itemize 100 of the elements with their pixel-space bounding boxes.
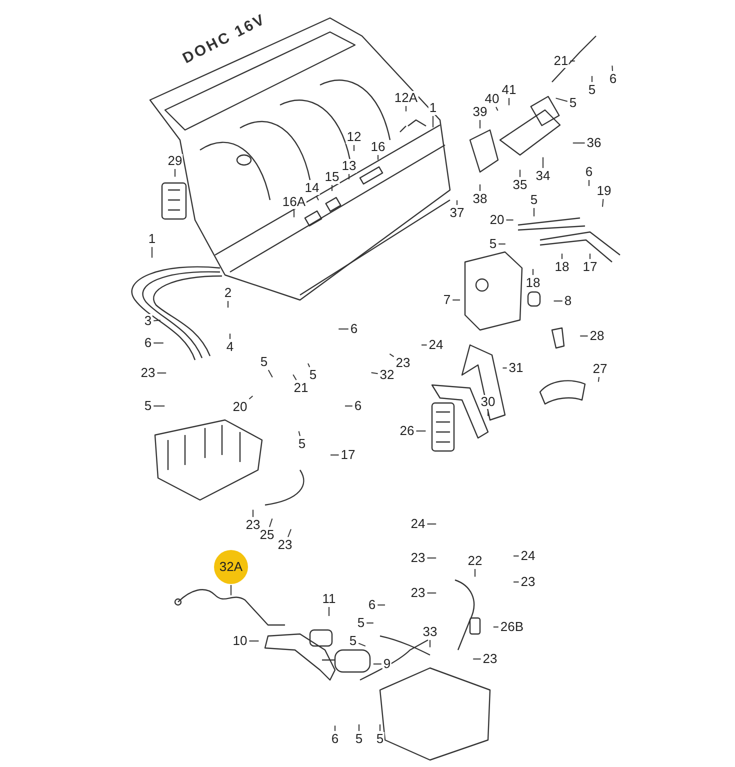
callout-number: 18 — [554, 260, 570, 274]
callout-number: 23 — [410, 586, 426, 600]
leader-line — [330, 454, 340, 456]
leader-line — [532, 268, 534, 276]
leader-line — [474, 568, 476, 578]
leader-line — [153, 342, 164, 344]
callout-number: 29 — [166, 154, 184, 168]
callout-number: 6 — [608, 72, 618, 86]
leader-line — [292, 374, 297, 380]
callout-number: 24 — [410, 517, 426, 531]
callout-number: 20 — [488, 213, 506, 227]
callout-number: 26B — [499, 620, 525, 634]
callout-number: 23 — [410, 551, 426, 565]
leader-line — [472, 658, 482, 660]
leader-line — [588, 180, 590, 186]
leader-line — [555, 98, 568, 102]
callout-number: 5 — [356, 616, 366, 630]
leader-line — [174, 168, 176, 178]
leader-line — [358, 642, 366, 647]
leader-line — [334, 725, 336, 732]
leader-line — [308, 362, 310, 368]
callout-number: 23 — [140, 366, 156, 380]
callout-number: 12 — [346, 130, 362, 144]
leader-line — [426, 592, 437, 594]
callout-number: 41 — [500, 83, 518, 97]
callout-number: 17 — [582, 260, 598, 274]
callout-number: 37 — [448, 206, 466, 220]
leader-line — [602, 198, 604, 208]
callout-number: 32 — [378, 368, 396, 382]
callout-number: 31 — [508, 361, 524, 375]
callout-number: 5 — [568, 96, 578, 110]
leader-line — [416, 430, 426, 432]
leader-line — [252, 509, 254, 518]
callout-number: 5 — [587, 83, 597, 97]
callout-number: 4 — [225, 340, 235, 354]
leader-line — [298, 430, 300, 436]
callout-number: 23 — [482, 652, 498, 666]
leader-line — [432, 116, 434, 128]
callout-number: 15 — [324, 170, 340, 184]
callout-number: 33 — [422, 625, 438, 639]
leader-line — [268, 370, 273, 378]
callout-number: 5 — [308, 368, 318, 382]
callout-number: 22 — [466, 554, 484, 568]
leader-line — [248, 396, 254, 400]
callout-number: 23 — [394, 356, 412, 370]
callout-number: 11 — [321, 592, 337, 606]
callout-number: 30 — [480, 395, 496, 409]
callout-number: 21 — [552, 54, 570, 68]
callout-number: 5 — [488, 237, 498, 251]
callout-number: 5 — [348, 634, 358, 648]
callout-number: 6 — [143, 336, 153, 350]
callout-number: 6 — [367, 598, 377, 612]
leader-line — [370, 372, 378, 374]
callout-number: 40 — [484, 92, 500, 106]
leader-line — [348, 174, 350, 180]
leader-line — [492, 626, 499, 628]
leader-line — [316, 196, 319, 201]
callout-number: 7 — [442, 293, 452, 307]
callout-number: 23 — [244, 518, 262, 532]
leader-line — [496, 106, 498, 112]
callout-number: 34 — [534, 169, 552, 183]
callout-number: 5 — [259, 355, 269, 369]
leader-line — [570, 60, 576, 62]
callout-number: 20 — [232, 400, 248, 414]
callout-number: 18 — [524, 276, 542, 290]
callout-number: 38 — [472, 192, 488, 206]
leader-line — [156, 372, 167, 374]
leader-line — [572, 142, 586, 144]
callout-number: 6 — [330, 732, 340, 746]
callout-number: 39 — [472, 105, 488, 119]
callout-number: 5 — [143, 399, 153, 413]
leader-line — [508, 98, 510, 106]
leader-line — [153, 320, 161, 322]
callout-number: 14 — [304, 181, 320, 195]
callout-number: 5 — [375, 732, 385, 746]
leader-line — [389, 353, 394, 358]
callout-number: 28 — [588, 329, 606, 343]
callout-number: 3 — [143, 314, 153, 328]
callout-number: 26 — [398, 424, 416, 438]
callout-number: 2 — [223, 286, 233, 300]
leader-line — [542, 156, 544, 168]
callout-number: 8 — [563, 294, 573, 308]
leader-line — [230, 584, 232, 596]
callout-number: 19 — [596, 184, 612, 198]
callout-number: 5 — [529, 193, 539, 207]
leader-line — [358, 724, 360, 732]
callout-number: 6 — [349, 322, 359, 336]
callout-number: 1 — [147, 232, 157, 246]
leader-line — [269, 518, 273, 528]
leader-line — [248, 640, 260, 642]
leader-line — [612, 65, 613, 72]
callout-number: 12A — [393, 91, 419, 105]
leader-line — [377, 604, 386, 606]
callout-number: 16A — [281, 195, 307, 209]
callout-number: 5 — [354, 732, 364, 746]
callout-number: 5 — [297, 437, 307, 451]
callout-number: 9 — [382, 657, 392, 671]
leader-line — [553, 300, 563, 302]
callout-number: 1 — [428, 101, 438, 115]
callout-number: 6 — [353, 399, 363, 413]
